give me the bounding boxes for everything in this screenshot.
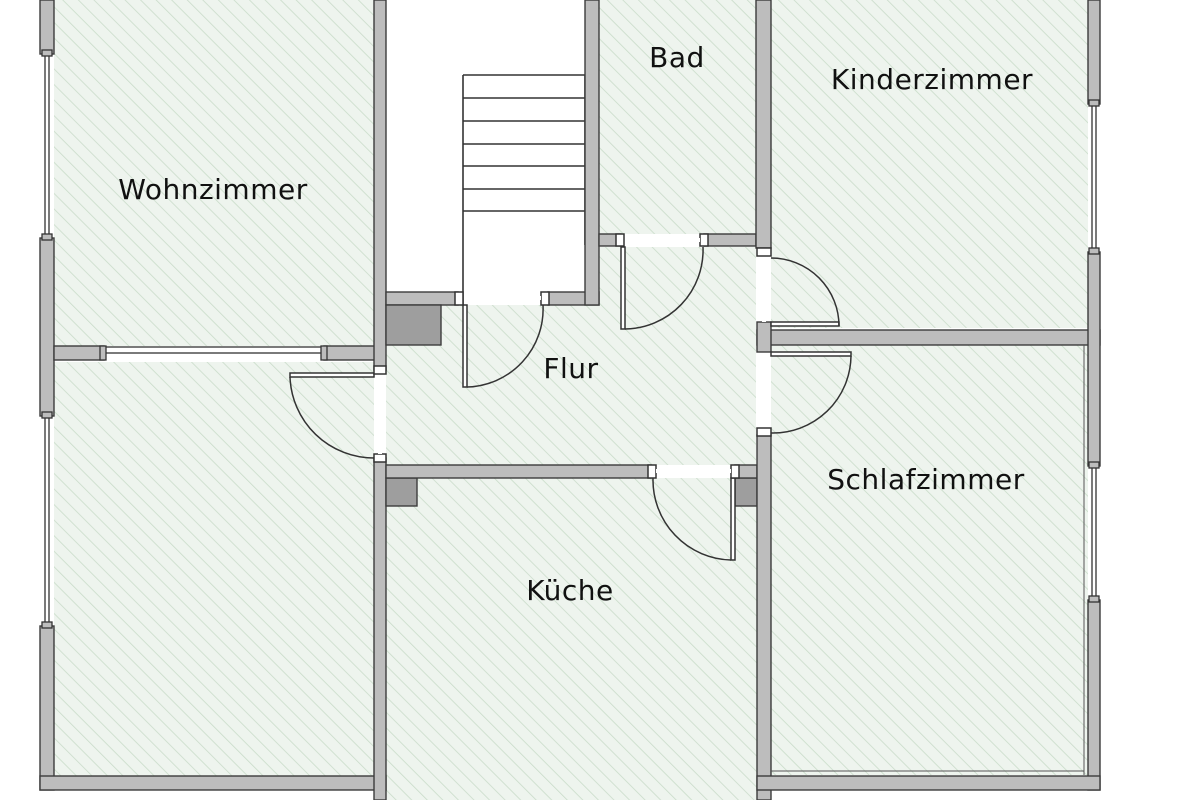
wall-kueche-north-left	[385, 464, 652, 479]
wall-wohn-east	[373, 0, 387, 371]
floor-schlafzimmer	[771, 345, 1088, 775]
wall-kueche-east	[756, 434, 772, 800]
floor-wohnzimmer	[54, 0, 374, 346]
floor-kueche	[386, 478, 757, 800]
room-floors	[54, 0, 1088, 800]
door-bad	[615, 233, 709, 330]
label-flur: Flur	[543, 352, 598, 385]
window-kinderzimmer-east	[1091, 103, 1097, 253]
floor-flur	[386, 247, 756, 465]
pillar-kueche-northeast	[734, 477, 758, 507]
wall-bottom-west	[39, 775, 387, 791]
wall-bad-bottom-right	[703, 233, 757, 247]
window-west-room	[44, 415, 50, 627]
door-kinderzimmer	[756, 247, 840, 327]
room-labels: Wohnzimmer Bad Kinderzimmer Flur Schlafz…	[118, 41, 1033, 607]
wall-west-mid	[39, 237, 55, 417]
glass-partition-wohnzimmer	[103, 346, 325, 354]
label-schlafzimmer: Schlafzimmer	[827, 463, 1024, 496]
label-kinderzimmer: Kinderzimmer	[831, 63, 1033, 96]
wall-east-top	[1087, 0, 1101, 105]
floor-kinderzimmer	[771, 0, 1088, 328]
label-bad: Bad	[649, 41, 705, 74]
wall-east-bottom	[1087, 599, 1101, 791]
wall-bad-east	[755, 0, 772, 249]
window-wohnzimmer-west	[44, 53, 50, 239]
wall-west-bottom	[39, 625, 55, 791]
wall-bottom-east	[756, 775, 1101, 791]
wall-kinder-schlaf-divider	[756, 329, 1101, 346]
staircase	[386, 0, 586, 305]
wall-west-top	[39, 0, 55, 55]
label-kueche: Küche	[526, 574, 614, 607]
wall-inner-lines	[771, 345, 1085, 775]
wall-flur-east-stub	[756, 321, 772, 353]
wall-stair-bottom-left	[385, 291, 459, 306]
floor-bad	[599, 0, 756, 234]
doors	[289, 233, 852, 561]
door-schlafzimmer	[756, 351, 852, 437]
wall-wohn-divider-left	[53, 345, 105, 361]
door-kueche	[647, 464, 740, 561]
wall-bad-west	[584, 0, 600, 306]
label-wohnzimmer: Wohnzimmer	[118, 173, 307, 206]
pillar-kueche-northwest	[385, 477, 418, 507]
door-openings	[378, 238, 766, 473]
wall-east-mid	[1087, 251, 1101, 467]
floor-west-room	[54, 362, 374, 776]
pillar-flur-northwest	[385, 304, 442, 346]
wall-west-room-east	[373, 457, 387, 800]
windows	[41, 49, 1100, 629]
window-schlafzimmer-east	[1091, 465, 1097, 601]
